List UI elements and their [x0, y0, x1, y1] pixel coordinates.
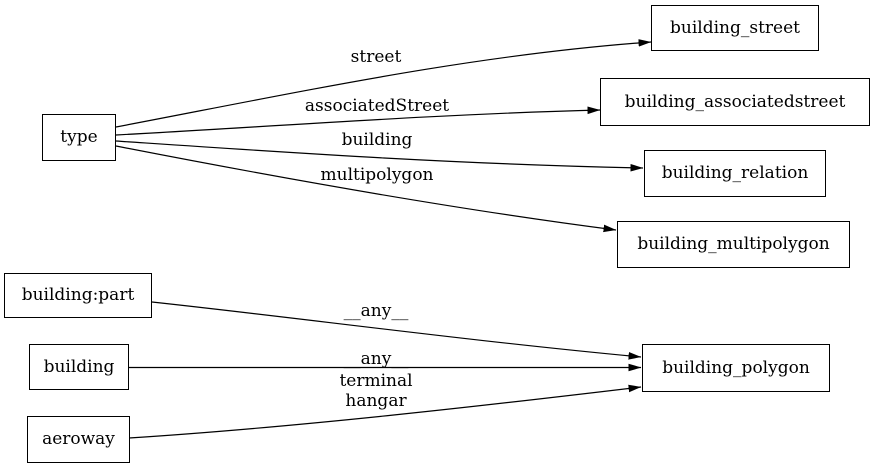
edge-label-any-building: __any__ [343, 349, 409, 369]
edge-aeroway-building-polygon [128, 384, 642, 439]
edge-label-any-building-part: __any__ [343, 301, 409, 321]
node-building-street: building_street [651, 5, 819, 51]
edge-building-part-building-polygon [151, 301, 642, 360]
node-building-associatedstreet: building_associatedstreet [600, 78, 870, 126]
edge-type-building-associatedstreet [115, 106, 601, 136]
edge-label-building: building [341, 130, 413, 150]
node-building-part: building:part [4, 273, 152, 318]
node-building-relation: building_relation [644, 150, 826, 197]
edge-label-associatedstreet: associatedStreet [304, 96, 450, 116]
edge-type-building-relation [115, 140, 644, 172]
node-building: building [29, 344, 129, 390]
edge-label-multipolygon: multipolygon [320, 165, 434, 185]
node-aeroway: aeroway [27, 416, 130, 463]
edge-type-building-multipolygon [115, 145, 617, 233]
edge-label-street: street [350, 47, 402, 67]
node-type: type [42, 114, 116, 161]
edge-label-terminal-hangar: terminal hangar [339, 371, 413, 411]
edge-type-building-street [115, 39, 652, 128]
node-building-multipolygon: building_multipolygon [617, 221, 850, 268]
node-building-polygon: building_polygon [642, 344, 830, 392]
